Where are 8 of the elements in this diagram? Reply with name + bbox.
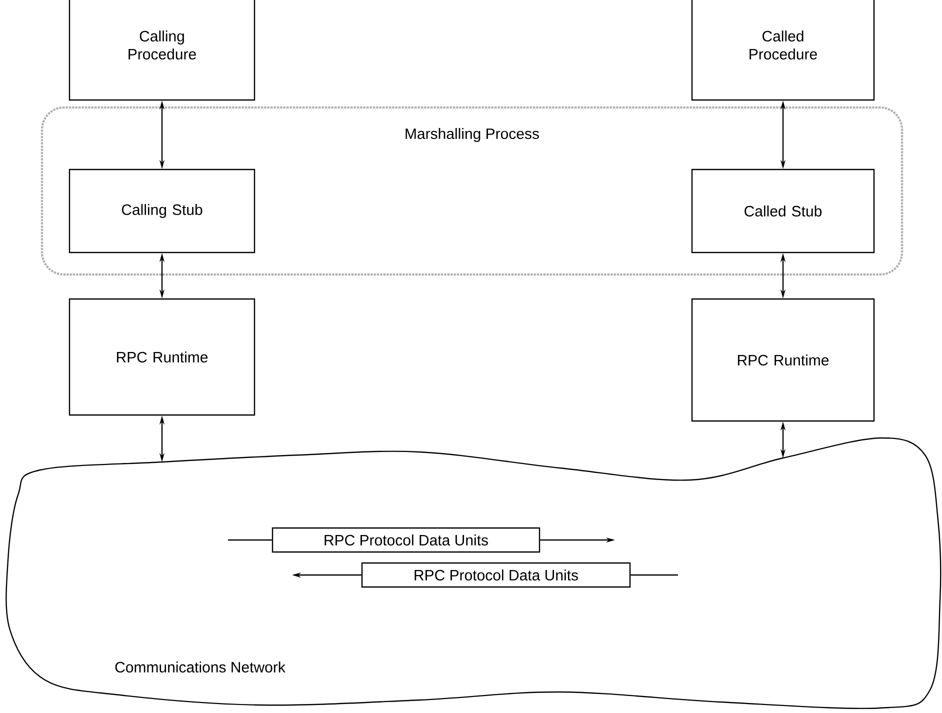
- process-box: RPC Runtime: [68, 298, 256, 416]
- process-box: Called Stub: [691, 168, 875, 254]
- process-box: Calling Stub: [68, 168, 256, 254]
- process-box: RPC Protocol Data Units: [272, 527, 540, 553]
- process-box: Called Procedure: [691, 0, 875, 101]
- process-box: Calling Procedure: [68, 0, 256, 101]
- process-box: RPC Protocol Data Units: [361, 562, 631, 588]
- process-box: RPC Runtime: [691, 298, 875, 422]
